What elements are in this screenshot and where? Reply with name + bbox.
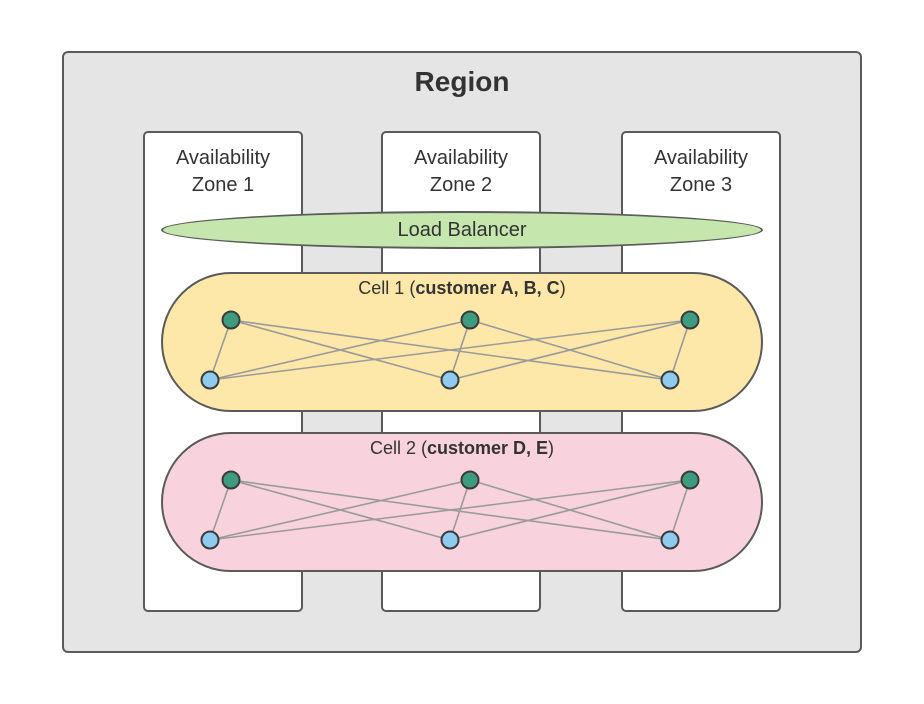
zone-3-label-line2: Zone 3 — [669, 174, 733, 196]
cell-1-label-suffix: ) — [559, 278, 566, 298]
zone-1-label: Availability Zone 1 — [145, 145, 301, 199]
mesh-edge — [669, 479, 691, 541]
bottom-node — [660, 530, 680, 550]
zone-3-label: Availability Zone 3 — [623, 145, 779, 199]
top-node — [221, 310, 241, 330]
bottom-node — [440, 370, 460, 390]
mesh-edge — [209, 479, 471, 541]
bottom-node — [660, 370, 680, 390]
mesh-edge — [209, 319, 691, 381]
bottom-node — [200, 530, 220, 550]
zone-2-label-line1: Availability — [413, 147, 509, 169]
cell-1-label-prefix: Cell 1 ( — [358, 278, 416, 298]
zone-2-label: Availability Zone 2 — [383, 145, 539, 199]
region-title: Region — [414, 66, 510, 97]
cell-1-label: Cell 1 (customer A, B, C) — [163, 278, 761, 299]
load-balancer: Load Balancer — [161, 211, 763, 249]
mesh-edge — [669, 319, 691, 381]
bottom-node — [440, 530, 460, 550]
cell-2-label: Cell 2 (customer D, E) — [163, 438, 761, 459]
mesh-edge — [209, 319, 232, 381]
zone-1-label-line2: Zone 1 — [191, 174, 255, 196]
zone-1-label-line1: Availability — [175, 147, 271, 169]
top-node — [680, 310, 700, 330]
mesh-edge — [449, 319, 691, 381]
mesh-edge — [449, 479, 691, 541]
mesh-edge — [449, 479, 471, 541]
top-node — [460, 470, 480, 490]
top-node — [221, 470, 241, 490]
top-node — [680, 470, 700, 490]
zone-2-label-line2: Zone 2 — [429, 174, 493, 196]
mesh-edge — [209, 319, 471, 381]
mesh-edge — [209, 479, 691, 541]
top-node — [460, 310, 480, 330]
mesh-edge — [209, 479, 232, 541]
cell-2-label-prefix: Cell 2 ( — [369, 438, 427, 458]
zone-3-label-line1: Availability — [653, 147, 749, 169]
cell-1-customers: customer A, B, C — [415, 278, 560, 298]
bottom-node — [200, 370, 220, 390]
cell-2-mesh — [200, 470, 700, 550]
cell-2-customers: customer D, E — [426, 438, 549, 458]
cell-1-mesh — [200, 310, 700, 390]
cell-2-label-suffix: ) — [548, 438, 555, 458]
mesh-edge — [449, 319, 471, 381]
